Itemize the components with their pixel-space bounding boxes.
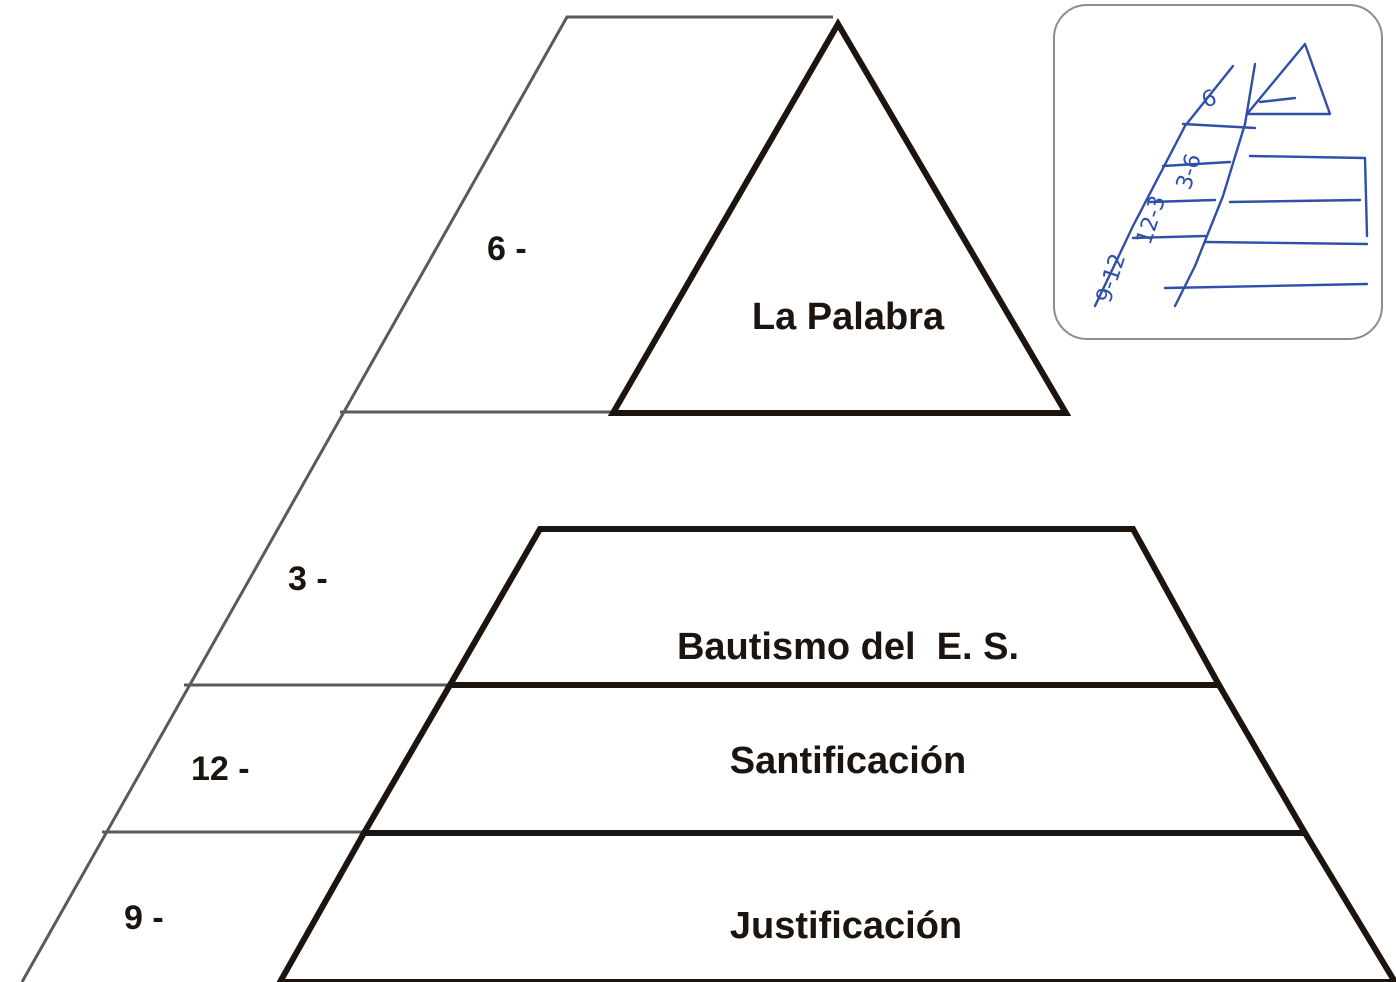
sketch-line-4 — [1163, 282, 1369, 290]
number-label-9: 9 - — [124, 899, 164, 937]
sketch-line-3 — [1203, 240, 1369, 246]
outer-frame — [20, 15, 833, 982]
inner-pyramid — [276, 18, 1396, 982]
sketch-divider-3 — [1148, 198, 1217, 204]
sketch-text-6: 6 — [1199, 85, 1221, 113]
number-label-12: 12 - — [191, 750, 250, 788]
sketch-stroke — [1258, 96, 1297, 104]
number-label-6: 6 - — [487, 230, 527, 268]
sketch-divider-4 — [1131, 234, 1207, 240]
sketch-left-edge — [1093, 64, 1235, 308]
handwritten-sketch-image: 6 3-6 12-3 9-12 — [1053, 4, 1383, 340]
tier-justificacion-shape — [276, 830, 1396, 982]
tier-label-justificacion: Justificación — [730, 905, 962, 947]
sketch-divider-1 — [1181, 122, 1257, 130]
top-triangle — [607, 18, 1072, 416]
sketch-text-3-6: 3-6 — [1172, 151, 1207, 193]
sketch-line-2 — [1228, 198, 1362, 204]
sketch-line-1 — [1248, 154, 1369, 238]
tier-label-santificacion: Santificación — [730, 740, 967, 782]
sketch-right-edge — [1173, 62, 1257, 308]
sketch-text-12-3: 12-3 — [1132, 193, 1171, 248]
number-label-3: 3 - — [288, 560, 328, 598]
outer-frame-edge — [20, 15, 833, 982]
tier-label-bautismo: Bautismo del E. S. — [677, 626, 1019, 668]
sketch-divider-2 — [1161, 160, 1232, 168]
sketch-triangle — [1245, 42, 1332, 116]
sketch-text-9-12: 9-12 — [1092, 251, 1131, 306]
tier-label-la-palabra: La Palabra — [752, 296, 945, 338]
sketch-drawing: 6 3-6 12-3 9-12 — [1092, 42, 1369, 308]
